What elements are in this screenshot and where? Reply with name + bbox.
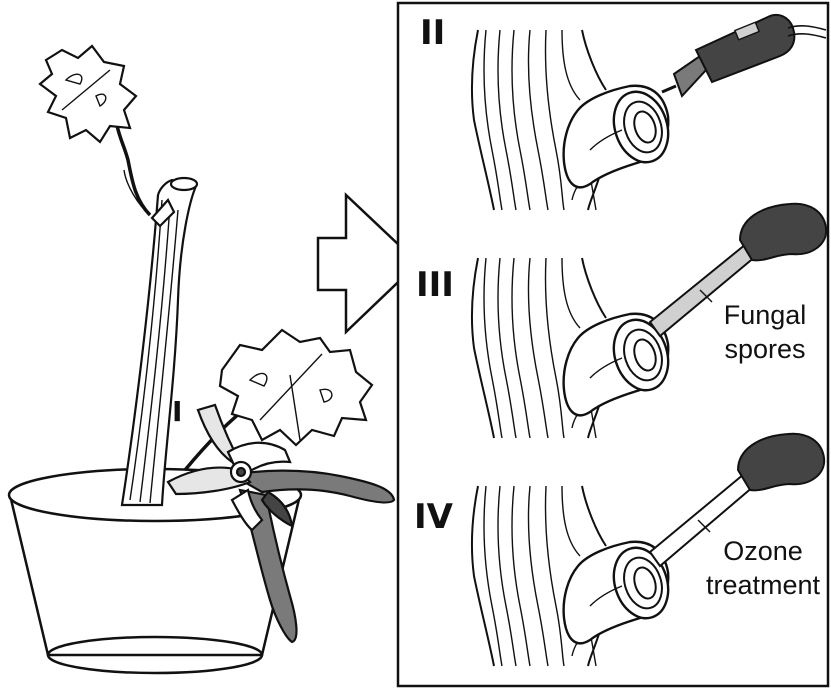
caption-ozone-line1: Ozone <box>723 536 803 566</box>
potted-grapevine: I <box>9 46 394 673</box>
treatment-panel: II III Fungal spores IV Ozone treatm <box>398 3 828 686</box>
step-label-1: I <box>172 395 182 428</box>
step-label-4: IV <box>414 497 454 537</box>
caption-fungal-line2: spores <box>724 334 805 364</box>
step-label-3: III <box>416 265 454 305</box>
caption-fungal-line1: Fungal <box>724 300 807 330</box>
step-label-2: II <box>420 13 445 53</box>
upper-leaf <box>40 46 174 226</box>
caption-ozone-line2: treatment <box>706 570 821 600</box>
